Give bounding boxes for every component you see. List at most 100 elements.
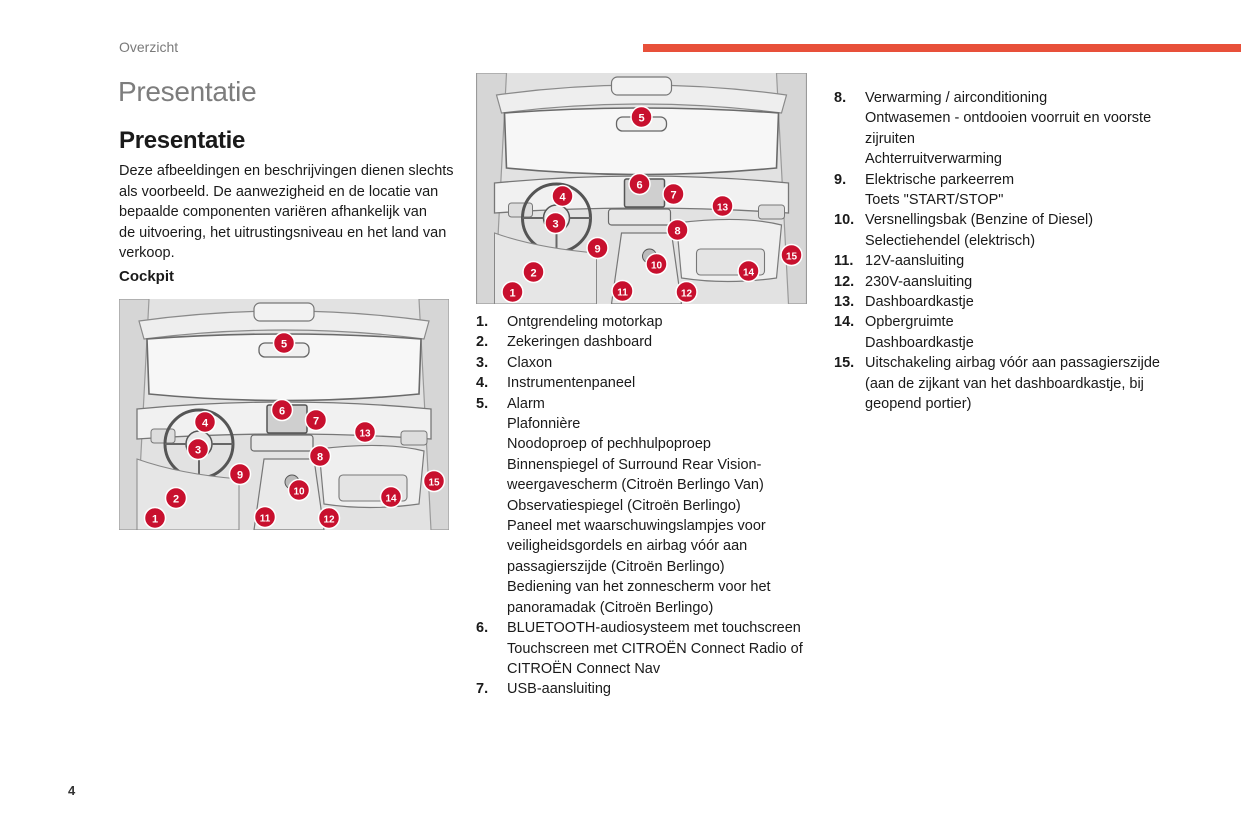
item-line: CITROËN Connect Nav (507, 660, 661, 677)
callout-marker-11: 11 (253, 505, 277, 529)
item-line: Bediening van het zonnescherm voor het (507, 579, 771, 596)
intro-line: Deze afbeeldingen en beschrijvingen dien… (119, 163, 454, 179)
callout-marker-5: 5 (272, 331, 296, 355)
item-line: Alarm (507, 395, 545, 412)
item-line: Opbergruimte (865, 314, 954, 331)
item-number: 10. (834, 212, 855, 229)
legend-item: 10. Versnellingsbak (Benzine of Diesel) … (834, 210, 1174, 251)
item-number: 1. (476, 314, 489, 330)
callout-marker-12: 12 (317, 506, 341, 530)
callout-marker-6: 6 (270, 398, 294, 422)
item-line: BLUETOOTH-audiosysteem met touchscreen (507, 620, 801, 637)
svg-text:8: 8 (674, 226, 680, 238)
callout-marker-9: 9 (228, 462, 252, 486)
svg-text:5: 5 (281, 339, 287, 351)
callout-marker-4: 4 (193, 410, 217, 434)
svg-text:7: 7 (670, 190, 676, 202)
svg-text:8: 8 (317, 452, 323, 464)
legend-item: 2.Zekeringen dashboard (476, 332, 816, 352)
callout-marker-3: 3 (544, 211, 567, 235)
item-line: zijruiten (865, 130, 915, 147)
legend-item: 8. Verwarming / airconditioning Ontwasem… (834, 88, 1174, 170)
page-number: 4 (68, 783, 76, 798)
item-line: Zekeringen dashboard (507, 334, 653, 351)
svg-text:9: 9 (237, 470, 243, 482)
callout-marker-4: 4 (551, 184, 574, 208)
svg-text:2: 2 (530, 268, 536, 280)
item-number: 12. (834, 273, 855, 290)
svg-text:10: 10 (293, 487, 305, 498)
legend-item: 13. Dashboardkastje (834, 292, 1174, 312)
svg-text:7: 7 (313, 416, 319, 428)
svg-text:13: 13 (359, 429, 371, 440)
callout-marker-1: 1 (501, 280, 524, 304)
item-line: passagierszijde (Citroën Berlingo) (507, 558, 725, 575)
svg-text:3: 3 (195, 445, 201, 457)
item-line: Selectiehendel (elektrisch) (865, 232, 1036, 249)
item-number: 8. (834, 90, 847, 106)
legend-list-left: 1. Ontgrendeling motorkap 2.Zekeringen da… (476, 312, 816, 700)
callout-marker-1: 1 (143, 506, 167, 530)
svg-text:3: 3 (552, 219, 558, 231)
callout-marker-2: 2 (164, 486, 188, 510)
legend-list-right: 8. Verwarming / airconditioning Ontwasem… (834, 88, 1174, 415)
svg-text:4: 4 (559, 192, 566, 204)
item-number: 5. (476, 395, 489, 412)
callout-marker-6: 6 (628, 172, 651, 196)
legend-item: 6. BLUETOOTH-audiosysteem met touchscree… (476, 618, 816, 679)
callout-marker-15: 15 (780, 243, 803, 267)
callout-marker-14: 14 (379, 485, 403, 509)
callout-marker-14: 14 (737, 259, 760, 283)
item-line: (aan de zijkant van het dashboardkastje,… (865, 375, 1144, 392)
item-line: Binnenspiegel of Surround Rear Vision- (507, 456, 762, 473)
section-heading: Presentatie (119, 127, 246, 154)
intro-line: bepaalde componenten variëren afhankelij… (119, 204, 427, 220)
item-line: panoramadak (Citroën Berlingo) (507, 599, 714, 616)
item-line: Achterruitverwarming (865, 151, 1002, 168)
svg-text:12: 12 (681, 289, 693, 300)
callout-marker-7: 7 (304, 408, 328, 432)
item-line: geopend portier) (865, 396, 972, 413)
intro-line: verkoop. (119, 245, 175, 261)
legend-item: 5. Alarm Plafonnière Noodoproep of pechh… (476, 394, 816, 618)
callout-marker-9: 9 (586, 236, 609, 260)
svg-text:6: 6 (279, 406, 285, 418)
svg-text:14: 14 (385, 494, 397, 505)
callout-marker-11: 11 (611, 279, 634, 303)
callout-marker-10: 10 (645, 252, 668, 276)
legend-item: 4.Instrumentenpaneel (476, 373, 816, 393)
svg-text:9: 9 (594, 244, 600, 256)
callout-marker-3: 3 (186, 437, 210, 461)
svg-text:6: 6 (636, 180, 642, 192)
item-line: Paneel met waarschuwingslampjes voor (507, 518, 766, 535)
item-line: Ontgrendeling motorkap (507, 314, 663, 330)
item-line: Observatiespiegel (Citroën Berlingo) (507, 497, 741, 514)
callout-marker-13: 13 (353, 420, 377, 444)
item-line: Toets "START/STOP" (865, 192, 1004, 209)
page-title: Presentatie (118, 76, 257, 107)
item-number: 11. (834, 253, 854, 270)
callout-marker-8: 8 (308, 444, 332, 468)
item-line: Dashboardkastje (865, 294, 974, 311)
item-line: Instrumentenpaneel (507, 375, 636, 392)
cockpit-illustration-large: 5 6 7 4 13 3 8 9 10 15 14 2 1 11 12 (476, 73, 807, 304)
legend-item: 7.USB-aansluiting (476, 679, 816, 699)
svg-text:12: 12 (323, 515, 335, 526)
item-number: 3. (476, 354, 489, 371)
svg-text:11: 11 (260, 514, 271, 525)
callout-marker-8: 8 (666, 218, 689, 242)
header-accent-bar (643, 44, 1241, 52)
svg-text:1: 1 (509, 288, 515, 300)
callout-marker-2: 2 (522, 260, 545, 284)
item-line: Versnellingsbak (Benzine of Diesel) (865, 212, 1094, 229)
intro-paragraph: Deze afbeeldingen en beschrijvingen dien… (119, 161, 459, 264)
svg-text:5: 5 (638, 113, 644, 125)
legend-item: 1. Ontgrendeling motorkap (476, 312, 816, 332)
item-number: 14. (834, 314, 855, 331)
item-number: 13. (834, 294, 855, 311)
cockpit-illustration-small: 5 6 7 4 13 3 8 9 10 15 14 2 1 11 12 (119, 299, 449, 530)
section-label: Overzicht (119, 39, 179, 55)
item-number: 15. (834, 355, 855, 372)
svg-text:14: 14 (743, 268, 755, 279)
item-line: Uitschakeling airbag vóór aan passagiers… (865, 355, 1160, 372)
